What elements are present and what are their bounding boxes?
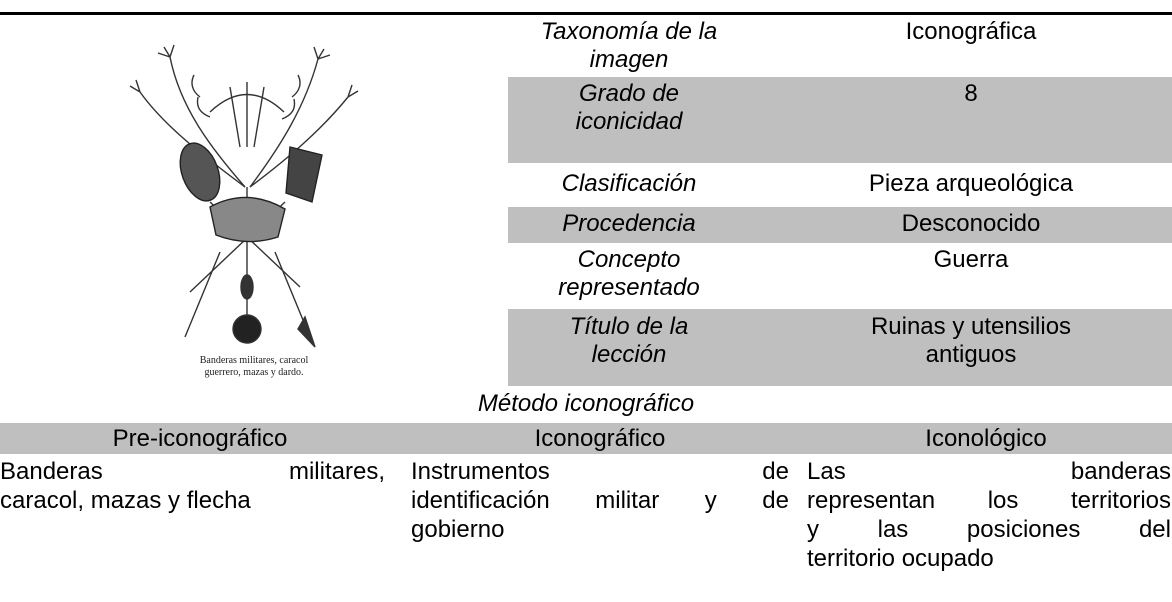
label-line: iconicidad [575, 108, 683, 135]
label-line: Clasificación [561, 170, 697, 197]
value-clasificacion: Pieza arqueológica [770, 170, 1172, 198]
header-iconografico: Iconográfico [534, 425, 666, 452]
cell-line: territorio ocupado [807, 545, 994, 572]
value-line: Guerra [933, 246, 1009, 273]
label-line: representado [558, 274, 700, 301]
label-clasificacion: Clasificación [508, 170, 750, 198]
method-title: Método iconográfico [477, 390, 695, 417]
value-line: Pieza arqueológica [868, 170, 1074, 197]
value-line: Ruinas y utensilios [870, 313, 1072, 340]
value-line: 8 [964, 80, 978, 107]
label-titulo: Título de la lección [508, 313, 750, 369]
header-iconologico: Iconológico [925, 425, 1047, 452]
cell-iconologico: Las banderas representan los territorios… [807, 457, 1171, 573]
label-line: imagen [589, 46, 669, 73]
row-iconicidad: Grado de iconicidad 8 [508, 77, 1172, 163]
cell-line: Instrumentos de [411, 458, 789, 485]
value-concepto: Guerra [770, 246, 1172, 274]
image-caption: Banderas militares, caracol guerrero, ma… [0, 355, 508, 379]
cell-iconografico: Instrumentos de identificación militar y… [411, 457, 789, 544]
caption-line-1: Banderas militares, caracol [199, 355, 309, 366]
label-line: Procedencia [562, 210, 696, 237]
label-line: Grado de [578, 80, 680, 107]
label-taxonomia: Taxonomía de la imagen [508, 18, 750, 74]
cell-line: Las banderas [807, 458, 1171, 485]
cell-line: identificación militar y de [411, 487, 789, 514]
label-iconicidad: Grado de iconicidad [508, 80, 750, 136]
label-line: Título de la [569, 313, 689, 340]
label-line: lección [591, 341, 667, 368]
label-procedencia: Procedencia [508, 210, 750, 238]
top-rule [0, 12, 1172, 15]
value-iconicidad: 8 [770, 80, 1172, 108]
label-concepto: Concepto representado [508, 246, 750, 302]
banners-engraving [129, 44, 359, 348]
value-titulo: Ruinas y utensilios antiguos [770, 313, 1172, 369]
cell-line: Banderas militares, [0, 458, 385, 485]
row-procedencia: Procedencia Desconocido [508, 207, 1172, 243]
row-concepto: Concepto representado Guerra [508, 243, 1172, 309]
row-clasificacion: Clasificación Pieza arqueológica [508, 163, 1172, 207]
value-line: Desconocido [901, 210, 1041, 237]
value-taxonomia: Iconográfica [770, 18, 1172, 46]
header-pre-iconografico: Pre-iconográfico [112, 425, 288, 452]
value-line: antiguos [925, 341, 1017, 368]
cell-line: y las posiciones del [807, 516, 1171, 543]
value-line: Iconográfica [905, 18, 1037, 45]
caption-line-2: guerrero, mazas y dardo. [204, 367, 304, 378]
cell-line: gobierno [411, 516, 505, 543]
row-titulo: Título de la lección Ruinas y utensilios… [508, 309, 1172, 386]
row-taxonomia: Taxonomía de la imagen Iconográfica [508, 15, 1172, 77]
value-procedencia: Desconocido [770, 210, 1172, 238]
label-line: Concepto [577, 246, 681, 273]
artifact-image: Banderas militares, caracol guerrero, ma… [0, 15, 508, 385]
method-header-band [0, 423, 1172, 454]
cell-pre-iconografico: Banderas militares, caracol, mazas y fle… [0, 457, 385, 515]
cell-line: representan los territorios [807, 487, 1171, 514]
label-line: Taxonomía de la [540, 18, 718, 45]
cell-line: caracol, mazas y flecha [0, 487, 251, 514]
